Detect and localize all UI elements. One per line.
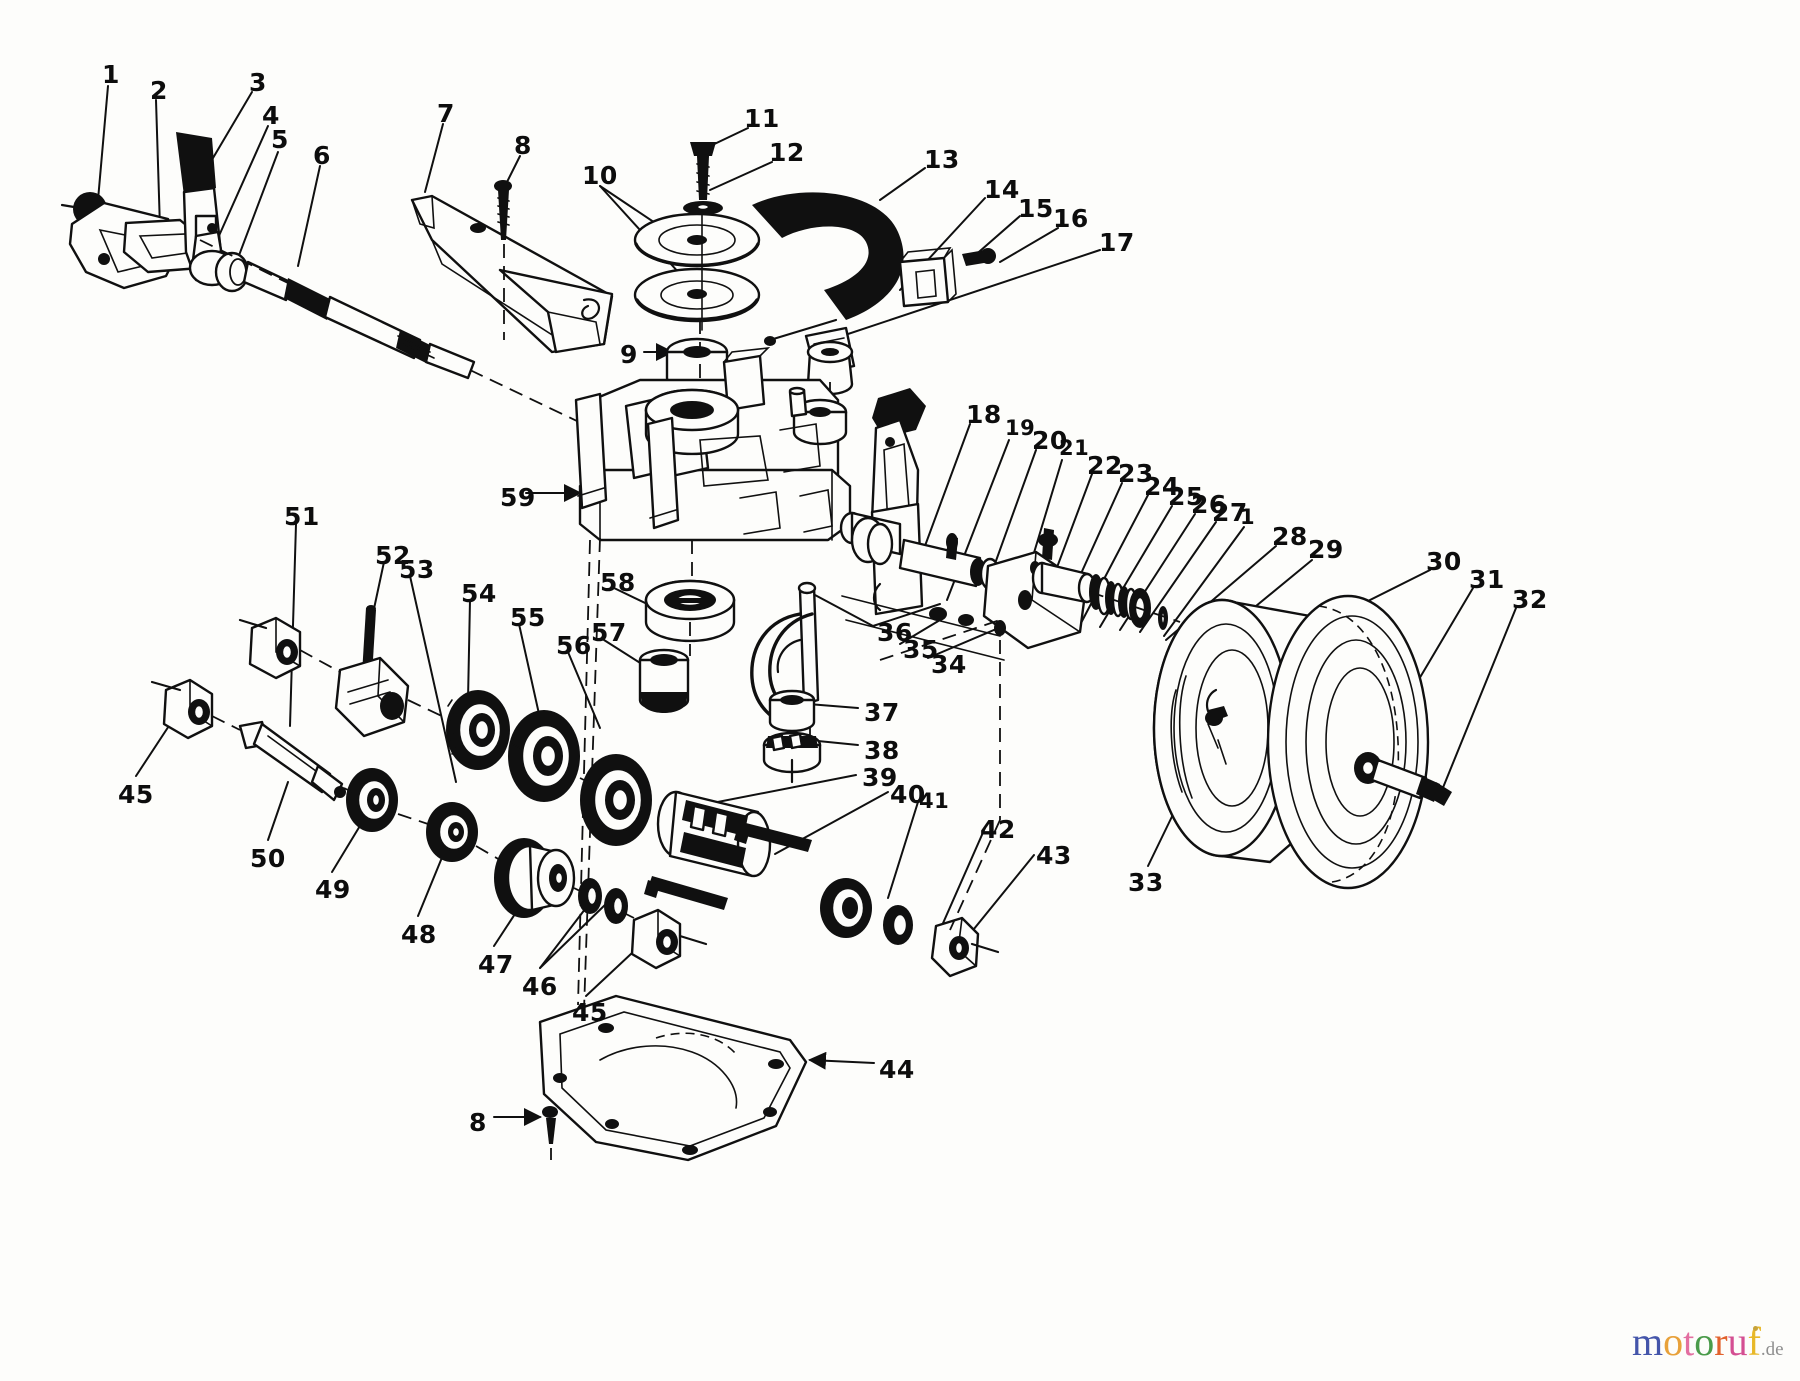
callout-number-16: 16 (1053, 204, 1089, 233)
mounting-bracket-7 (410, 194, 614, 354)
callout-number-54: 54 (461, 579, 497, 608)
callout-number-45b: 45 (572, 998, 608, 1027)
callout-number-45a: 45 (118, 780, 154, 809)
callout-number-30: 30 (1426, 547, 1462, 576)
callout-number-15: 15 (1018, 194, 1054, 223)
callout-number-1: 1 (102, 60, 120, 89)
callout-number-53: 53 (399, 555, 435, 584)
callout-number-3: 3 (249, 68, 267, 97)
wheel-assembly (1152, 594, 1452, 890)
control-lever-assembly (60, 132, 601, 433)
clutch-collar-37-38 (762, 689, 822, 784)
wheel-hub-plate (982, 550, 1181, 650)
callout-number-47: 47 (478, 950, 514, 979)
shift-rod-assembly (839, 388, 1058, 616)
motoruf-watermark: motoruf.de (1632, 1322, 1784, 1362)
callout-number-13: 13 (924, 145, 960, 174)
callout-number-38: 38 (864, 736, 900, 765)
callout-number-31: 31 (1469, 565, 1505, 594)
watermark-letter-2: t (1683, 1319, 1695, 1364)
callout-number-44: 44 (879, 1055, 915, 1084)
callout-number-14: 14 (984, 175, 1020, 204)
callout-number-35: 35 (903, 635, 939, 664)
callout-number-2: 2 (150, 76, 168, 105)
callout-number-50: 50 (250, 844, 286, 873)
cable-clamp-assembly (764, 247, 996, 420)
watermark-letter-1: o (1663, 1319, 1684, 1364)
callout-number-37: 37 (864, 698, 900, 727)
callout-number-28: 28 (1272, 522, 1308, 551)
callout-number-21: 21 (1059, 436, 1090, 460)
gear-case-housing-59 (574, 346, 852, 1011)
watermark-letter-0: m (1632, 1319, 1664, 1364)
callout-number-58: 58 (600, 568, 636, 597)
callout-number-36: 36 (877, 618, 913, 647)
callout-number-20: 20 (1032, 426, 1068, 455)
callout-number-22: 22 (1087, 451, 1123, 480)
callout-number-57: 57 (591, 618, 627, 647)
callout-number-39: 39 (862, 763, 898, 792)
callout-number-42: 42 (980, 815, 1016, 844)
callout-number-6: 6 (313, 141, 331, 170)
watermark-dot (1753, 1326, 1758, 1331)
alignment-lines (577, 539, 1005, 1006)
callout-number-29: 29 (1308, 535, 1344, 564)
callout-number-43: 43 (1036, 841, 1072, 870)
gear-train-lower (150, 678, 708, 970)
callout-number-55: 55 (510, 603, 546, 632)
pins-34-35 (879, 607, 1001, 661)
callout-number-59: 59 (500, 483, 536, 512)
callout-number-8: 8 (514, 131, 532, 160)
callout-number-41: 41 (919, 789, 950, 813)
callout-number-11: 11 (744, 104, 780, 133)
callout-number-26: 26 (1191, 490, 1227, 519)
drive-belt-13 (752, 192, 904, 320)
watermark-letter-5: u (1727, 1319, 1748, 1364)
callout-number-34: 34 (931, 650, 967, 679)
bottom-pan-44 (538, 994, 808, 1162)
callout-number-40: 40 (890, 780, 926, 809)
callout-number-24: 24 (1144, 472, 1180, 501)
callout-number-23: 23 (1118, 459, 1154, 488)
callout-number-32: 32 (1512, 585, 1548, 614)
callout-number-52: 52 (375, 541, 411, 570)
callout-number-17: 17 (1099, 228, 1135, 257)
watermark-letter-4: r (1714, 1319, 1728, 1364)
callout-number-19: 19 (1005, 416, 1036, 440)
callout-number-51: 51 (284, 502, 320, 531)
watermark-tld: .de (1760, 1339, 1784, 1360)
callout-number-5: 5 (271, 125, 289, 154)
callout-number-7: 7 (437, 99, 455, 128)
callout-number-46: 46 (522, 972, 558, 1001)
callout-number-4: 4 (262, 101, 280, 130)
callout-number-56: 56 (556, 631, 592, 660)
callout-number-27b: 1 (1240, 505, 1256, 529)
watermark-letter-6: f (1747, 1319, 1761, 1364)
callout-number-12: 12 (769, 138, 805, 167)
screw-8 (494, 180, 512, 340)
roller-assembly-39-41 (644, 790, 1000, 978)
callout-number-18: 18 (966, 400, 1002, 429)
watermark-letter-3: o (1694, 1319, 1715, 1364)
callout-number-27: 27 (1212, 498, 1248, 527)
callout-number-25: 25 (1168, 482, 1204, 511)
callout-number-9: 9 (620, 340, 638, 369)
gear-train-upper (238, 605, 652, 846)
callout-number-33: 33 (1128, 868, 1164, 897)
callout-number-10: 10 (582, 161, 618, 190)
callout-number-48: 48 (401, 920, 437, 949)
callout-number-8b: 8 (469, 1108, 487, 1137)
callout-number-49: 49 (315, 875, 351, 904)
shaft-plug-57 (638, 648, 690, 713)
bearing-58 (644, 579, 736, 656)
